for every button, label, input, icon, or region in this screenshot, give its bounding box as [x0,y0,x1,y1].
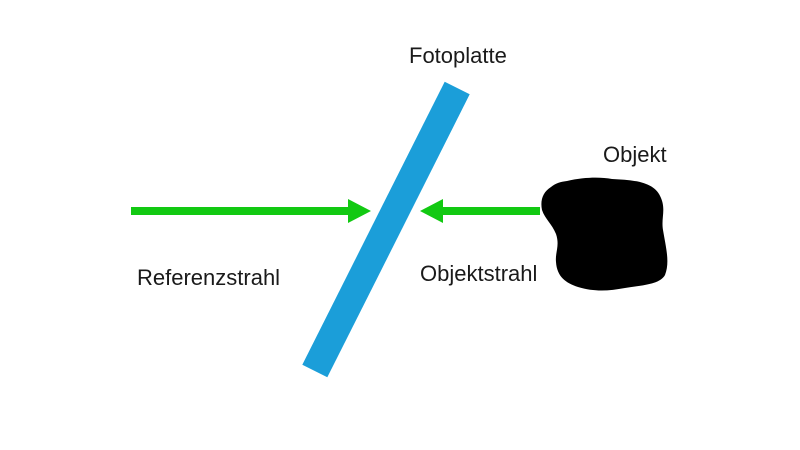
photo-plate-label: Fotoplatte [409,43,507,68]
photo-plate-shape [302,81,470,378]
reference-beam-arrowhead-icon [348,199,371,223]
object-beam-label: Objektstrahl [420,261,538,286]
reference-beam-label: Referenzstrahl [137,265,281,290]
object-beam-arrowhead-icon [420,199,443,223]
object-label: Objekt [603,142,667,167]
object-shape [541,177,668,291]
